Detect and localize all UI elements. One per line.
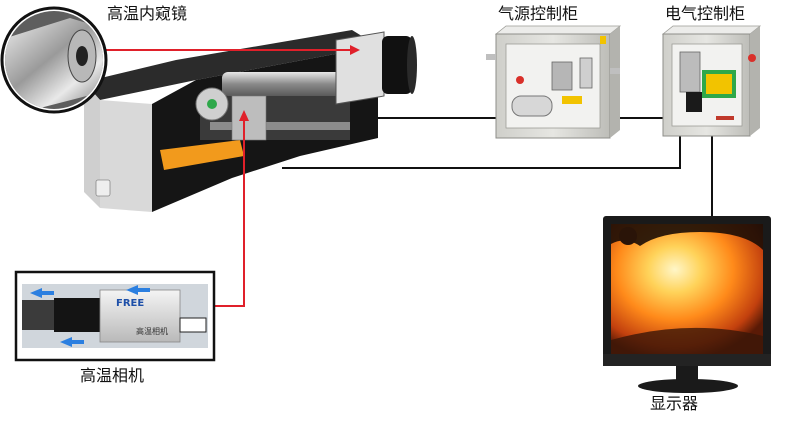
label-gas-cabinet: 气源控制柜 <box>498 4 579 23</box>
label-endoscope: 高温内窥镜 <box>107 4 188 23</box>
airflow-arrow-bottom <box>60 337 72 347</box>
monitor-stand <box>638 379 738 393</box>
monitor <box>603 216 771 393</box>
rear-motor-cap <box>407 36 417 94</box>
elec-cabinet-side <box>750 26 760 136</box>
elec-bottom-label <box>716 116 734 120</box>
gas-regulator <box>579 57 593 89</box>
red-callouts <box>100 45 360 307</box>
callout-camera-line <box>214 116 245 307</box>
mount-bracket <box>231 95 267 141</box>
callout-scope-arrow <box>350 45 360 55</box>
elec-black-module <box>686 92 702 112</box>
gas-cabinet-side <box>610 26 620 138</box>
airflow-arrow-top <box>30 288 42 298</box>
housing-top-face <box>84 30 378 100</box>
airflow-arrow-bottom-shaft <box>72 340 84 344</box>
line-scope-to-electric-cabinet <box>282 136 681 169</box>
housing-left-face <box>100 100 152 212</box>
gas-red-knob <box>516 76 524 84</box>
camera-body <box>99 289 181 343</box>
inner-rail <box>210 122 350 130</box>
furnace-dark-arch <box>611 224 763 250</box>
furnace-port <box>619 227 637 245</box>
camera-brand-text: FREE <box>116 298 144 309</box>
airflow-arrow-mid-shaft <box>138 288 150 292</box>
camera-inset: FREE 高温相机 <box>14 270 216 362</box>
monitor-lower-bezel <box>603 354 771 366</box>
label-monitor: 显示器 <box>650 394 699 413</box>
rear-motor <box>382 36 412 94</box>
furnace-dark-floor <box>611 327 763 354</box>
label-camera: 高温相机 <box>80 366 145 385</box>
camera-body-text: 高温相机 <box>136 326 168 336</box>
rear-plate <box>335 31 385 105</box>
camera-lens-dark <box>22 300 54 330</box>
airflow-arrow-top-shaft <box>42 291 54 295</box>
gas-tank <box>511 95 553 117</box>
gas-pipe-left <box>486 54 496 60</box>
elec-yellow-board <box>706 74 732 94</box>
electric-control-cabinet <box>661 25 762 137</box>
gas-cabinet-top <box>494 25 622 35</box>
gas-control-cabinet <box>486 25 622 139</box>
gas-pipe-right <box>610 68 620 74</box>
monitor-neck <box>676 366 698 380</box>
camera-rear-connector <box>179 317 207 333</box>
housing-front-face <box>84 82 100 208</box>
airflow-arrow-mid <box>126 285 138 295</box>
cable-gland <box>95 179 111 197</box>
connection-lines <box>282 117 713 216</box>
callout-camera-arrow <box>239 110 249 121</box>
gas-valve-block <box>551 61 573 91</box>
gas-yellow-valve <box>562 96 582 104</box>
elec-terminal-strip <box>679 51 701 93</box>
camera-lens-ring <box>54 298 100 332</box>
elec-cabinet-top <box>661 25 762 35</box>
gas-yellow-tab <box>600 36 606 44</box>
elec-red-button <box>748 54 756 62</box>
scope-tip-inset <box>0 6 108 114</box>
scope-flange-center <box>207 99 217 109</box>
label-electric-cabinet: 电气控制柜 <box>665 4 746 23</box>
endoscope-assembly <box>84 30 417 212</box>
scope-tube <box>222 72 342 96</box>
orange-cooling-pipe <box>160 140 244 170</box>
